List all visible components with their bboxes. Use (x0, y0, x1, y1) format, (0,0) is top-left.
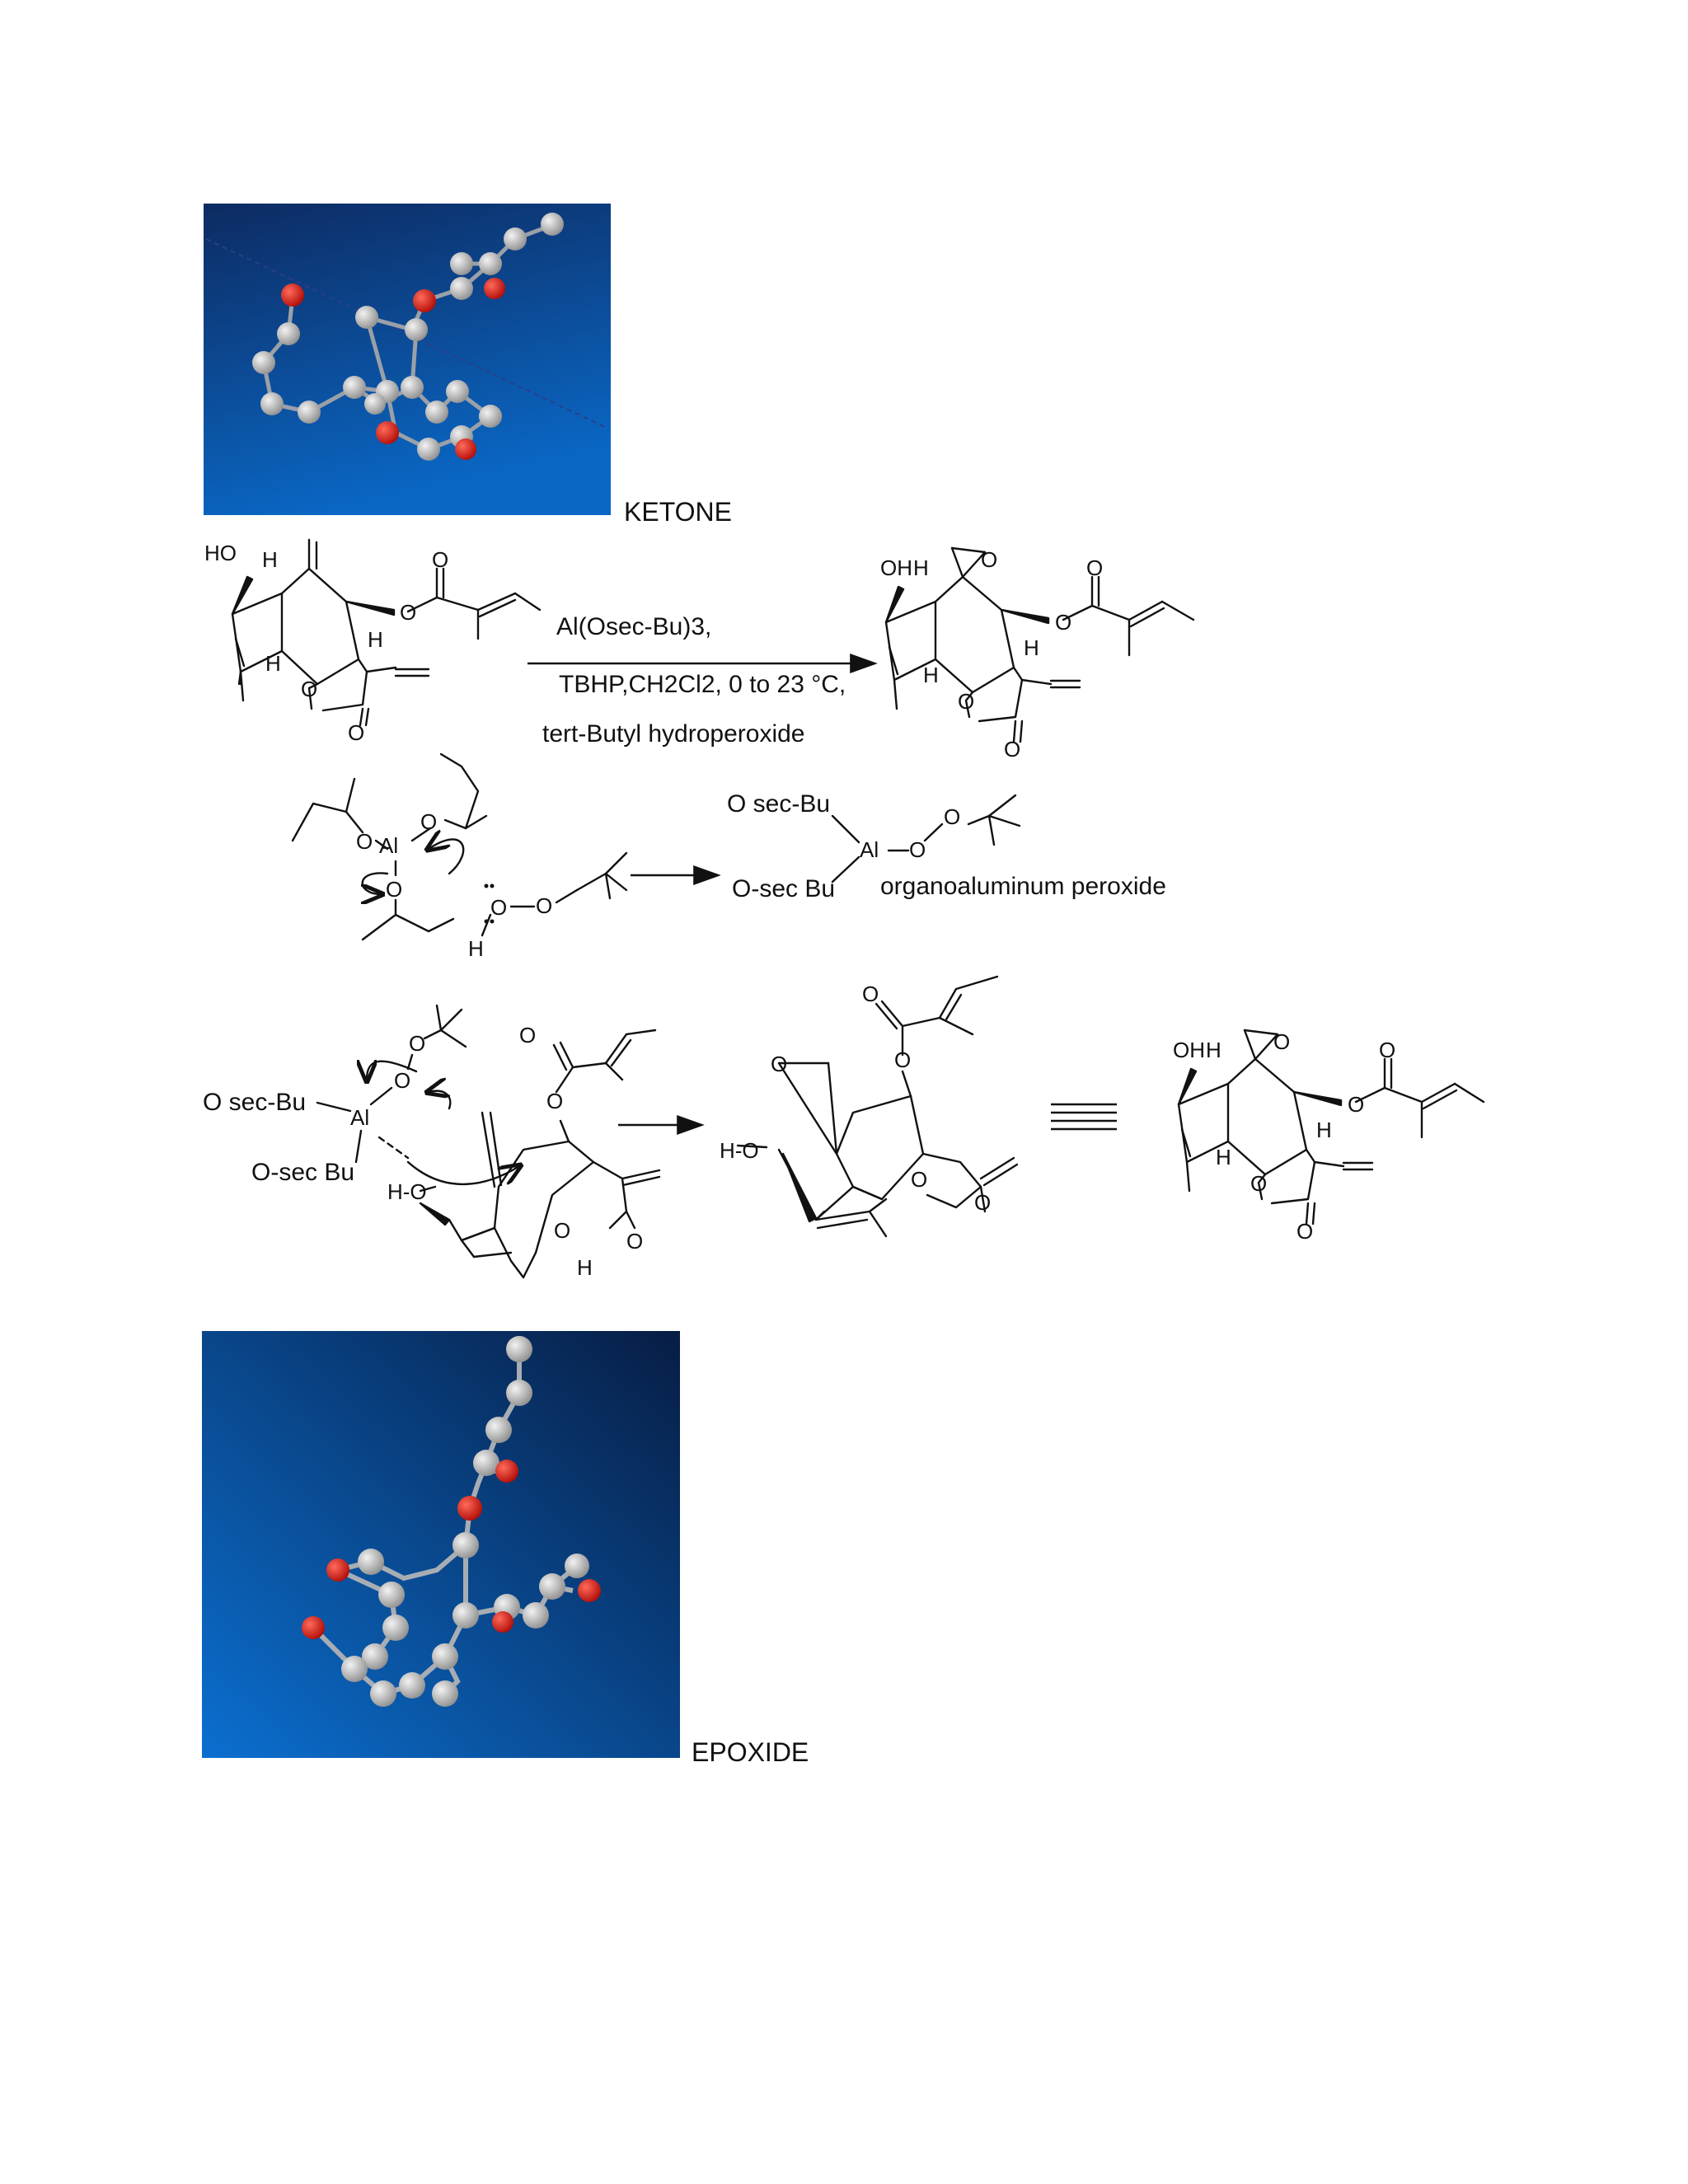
atom-label: O (386, 877, 402, 902)
atom-label: H (1316, 1118, 1332, 1142)
equivalence-sign (1051, 1103, 1117, 1131)
aluminum-alkoxide-structure: O Al O O (291, 752, 488, 941)
epoxide-caption: EPOXIDE (692, 1737, 809, 1767)
atom-label: O (519, 1023, 536, 1047)
atom-label: O (1348, 1092, 1364, 1117)
atom-label: O (490, 895, 507, 920)
atom-label: O (432, 547, 448, 572)
reagent-line-3: tert-Butyl hydroperoxide (542, 720, 805, 748)
atom-label: O (356, 829, 373, 854)
mech-osecbu-top: O sec-Bu (203, 1089, 306, 1116)
ketone-caption: KETONE (624, 497, 732, 527)
atom-label: O (348, 720, 364, 745)
atom-label: Al (350, 1105, 369, 1130)
epoxide-3d-model (202, 1331, 680, 1758)
atom-label: O (1250, 1171, 1267, 1196)
atom-label: H (913, 555, 929, 580)
mechanism-transition-state: O sec-Bu O-sec Bu (203, 1004, 661, 1280)
atom-label: O (536, 893, 552, 918)
atom-label: O (546, 1089, 563, 1113)
atom-label: O (958, 689, 974, 714)
atom-label: H-O (387, 1179, 427, 1204)
atom-label: O (409, 1031, 425, 1056)
atom-label: O (1296, 1219, 1313, 1244)
atom-label: H (265, 651, 281, 676)
atom-label: H (577, 1255, 593, 1280)
atom-label: O (894, 1047, 911, 1072)
atom-label: O (911, 1167, 927, 1192)
atom-label: O (1055, 610, 1071, 635)
atom-label: H (368, 627, 383, 652)
atom-label: H (1024, 635, 1039, 660)
atom-label: OH (880, 555, 912, 580)
product-epoxide-structure: OH H O O O H H O O (880, 546, 1195, 762)
atom-label: O (554, 1218, 570, 1243)
atom-label: O (1379, 1038, 1395, 1062)
starting-material-structure: HO H O O H H O O (204, 538, 542, 745)
reagent-line-2: TBHP,CH2Cl2, 0 to 23 °C, (559, 671, 846, 698)
atom-label: OH (1173, 1038, 1205, 1062)
atom-label: H (923, 663, 939, 687)
atom-label: Al (860, 837, 879, 862)
organoaluminum-peroxide-structure: O sec-Bu O-sec Bu Al O O organoaluminum … (727, 790, 1166, 902)
atom-label: O (909, 837, 926, 862)
atom-label: O (394, 1068, 410, 1093)
atom-label: O (771, 1052, 787, 1076)
atom-label: O (1273, 1029, 1290, 1054)
product-epoxide-structure-repeat: OH H O O O H H O O (1173, 1029, 1485, 1244)
al-osecbu-bottom: O-sec Bu (732, 875, 835, 902)
atom-label: HO (204, 541, 237, 565)
mechanism-product-structure: O H-O O O O O (720, 975, 1019, 1238)
ketone-3d-model (204, 204, 611, 515)
atom-label: O (400, 600, 416, 625)
atom-label: H (1216, 1145, 1231, 1169)
tbhp-structure: O O H (468, 851, 628, 961)
atom-label: O (862, 982, 879, 1006)
al-osecbu-top: O sec-Bu (727, 790, 830, 818)
atom-label: O (301, 677, 317, 701)
organoaluminum-peroxide-label: organoaluminum peroxide (880, 873, 1166, 900)
atom-label: H (1206, 1038, 1221, 1062)
atom-label: H (468, 936, 484, 961)
mech-osecbu-bottom: O-sec Bu (251, 1159, 354, 1186)
atom-label: O (944, 804, 960, 829)
atom-label: H-O (720, 1138, 759, 1163)
atom-label: O (974, 1190, 991, 1215)
atom-label: Al (379, 833, 398, 858)
atom-label: O (626, 1229, 643, 1254)
atom-label: O (981, 547, 997, 572)
reagent-line-1: Al(Osec-Bu)3, (556, 613, 711, 640)
atom-label: H (262, 547, 278, 572)
atom-label: O (1086, 555, 1103, 580)
atom-label: O (420, 809, 437, 834)
atom-label: O (1004, 737, 1020, 762)
